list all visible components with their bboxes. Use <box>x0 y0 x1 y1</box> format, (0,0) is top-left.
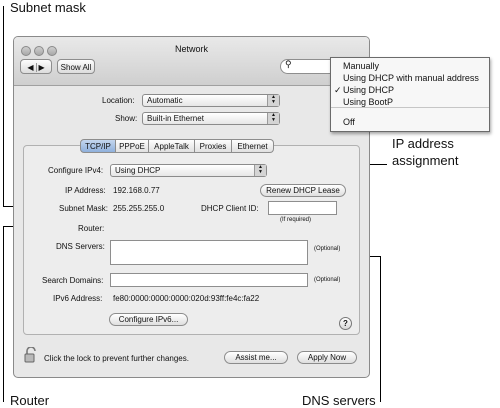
menu-item-manually[interactable]: Manually <box>343 61 380 71</box>
callout-subnet-mask: Subnet mask <box>10 0 86 15</box>
configure-ipv6-button[interactable]: Configure IPv6... <box>109 313 188 326</box>
configure-ipv4-label: Configure IPv4: <box>48 166 104 175</box>
subnet-mask-label: Subnet Mask: <box>59 204 108 213</box>
menu-item-using-dhcp[interactable]: ✓ Using DHCP <box>334 85 395 95</box>
callout-router: Router <box>10 393 50 408</box>
tab-proxies[interactable]: Proxies <box>195 139 232 153</box>
menu-item-dhcp-manual-address[interactable]: Using DHCP with manual address <box>343 73 479 83</box>
search-domains-optional: (Optional) <box>314 277 341 283</box>
tab-pppoe[interactable]: PPPoE <box>116 139 149 153</box>
dns-servers-optional: (Optional) <box>314 246 341 252</box>
location-value: Automatic <box>147 96 183 105</box>
search-icon: ⚲ <box>285 59 292 69</box>
callout-ip-address-assignment-line2: assignment <box>392 153 459 168</box>
minimize-window-button[interactable] <box>34 46 44 56</box>
leader-line-dns <box>380 256 381 402</box>
lock-icon[interactable] <box>24 346 38 363</box>
network-window: Network ◀▶ Show All ⚲ Location: Automati… <box>13 36 370 378</box>
configure-ipv4-dropdown-menu: Manually Using DHCP with manual address … <box>330 57 490 132</box>
router-label: Router: <box>78 224 105 233</box>
search-domains-field[interactable] <box>110 273 308 287</box>
search-domains-label: Search Domains: <box>42 276 104 285</box>
tab-ethernet[interactable]: Ethernet <box>232 139 274 153</box>
ipv6-address-value: fe80:0000:0000:0000:020d:93ff:fe4c:fa22 <box>113 294 260 303</box>
popup-arrows-icon: ▲▼ <box>267 113 279 124</box>
renew-dhcp-lease-button[interactable]: Renew DHCP Lease <box>260 184 346 197</box>
leader-line-router <box>3 226 4 402</box>
apply-now-button[interactable]: Apply Now <box>297 351 357 364</box>
show-value: Built-in Ethernet <box>147 114 204 123</box>
configure-ipv4-value: Using DHCP <box>115 166 161 175</box>
subnet-mask-value: 255.255.255.0 <box>113 204 165 213</box>
leader-line-subnet-mask <box>3 6 4 207</box>
lock-text: Click the lock to prevent further change… <box>44 354 189 363</box>
show-popup[interactable]: Built-in Ethernet ▲▼ <box>142 112 280 125</box>
menu-item-using-bootp[interactable]: Using BootP <box>343 97 394 107</box>
configure-ipv4-popup[interactable]: Using DHCP ▲▼ <box>110 164 267 177</box>
show-all-button[interactable]: Show All <box>57 59 95 74</box>
dns-servers-field[interactable] <box>110 240 308 265</box>
location-popup[interactable]: Automatic ▲▼ <box>142 94 280 107</box>
tab-appletalk[interactable]: AppleTalk <box>149 139 195 153</box>
zoom-window-button[interactable] <box>47 46 57 56</box>
window-titlebar: Network ◀▶ Show All ⚲ <box>14 37 369 86</box>
tab-tcpip[interactable]: TCP/IP <box>80 139 116 153</box>
dns-servers-label: DNS Servers: <box>56 242 105 251</box>
ip-address-label: IP Address: <box>65 186 106 195</box>
dhcp-client-id-hint: (If required) <box>280 217 312 223</box>
location-label: Location: <box>102 96 135 105</box>
forward-arrow-icon[interactable]: ▶ <box>38 63 45 72</box>
tab-bar: TCP/IP PPPoE AppleTalk Proxies Ethernet <box>80 139 274 153</box>
checkmark-icon: ✓ <box>334 85 342 95</box>
popup-arrows-icon: ▲▼ <box>254 165 266 176</box>
callout-ip-address-assignment-line1: IP address <box>392 136 454 151</box>
close-window-button[interactable] <box>21 46 31 56</box>
popup-arrows-icon: ▲▼ <box>267 95 279 106</box>
back-arrow-icon[interactable]: ◀ <box>27 63 34 72</box>
assist-me-button[interactable]: Assist me... <box>224 351 288 364</box>
menu-item-off[interactable]: Off <box>343 117 355 127</box>
dhcp-client-id-label: DHCP Client ID: <box>201 204 259 213</box>
show-label: Show: <box>115 114 138 123</box>
ip-address-value: 192.168.0.77 <box>113 186 160 195</box>
back-forward-buttons[interactable]: ◀▶ <box>20 59 52 74</box>
window-title: Network <box>174 44 208 54</box>
menu-separator <box>331 107 489 108</box>
tcpip-panel: Configure IPv4: Using DHCP ▲▼ IP Address… <box>23 145 360 335</box>
callout-dns-servers: DNS servers <box>302 393 376 408</box>
help-icon[interactable]: ? <box>339 317 352 330</box>
ipv6-address-label: IPv6 Address: <box>53 294 103 303</box>
dhcp-client-id-field[interactable] <box>268 201 337 215</box>
